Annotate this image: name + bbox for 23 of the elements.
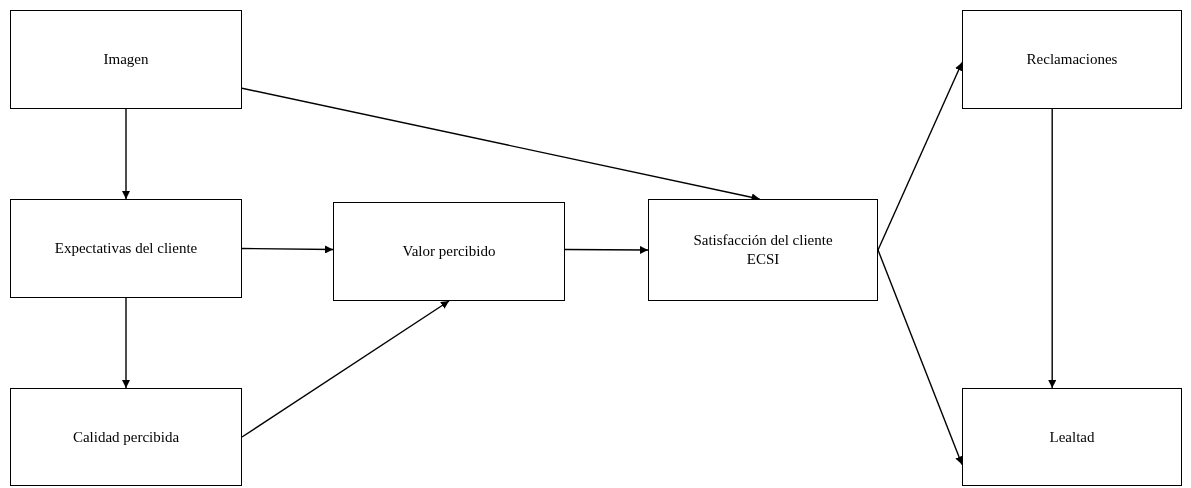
arrow [122,108,130,200]
process-box [10,388,242,486]
arrow [122,297,130,389]
node-label: Calidad percibida [72,427,180,447]
arrow [241,300,450,438]
node-label: ECSI [746,250,780,269]
node-label: Lealtad [1049,427,1095,447]
node-label: Reclamaciones [1026,50,1118,69]
node-label: Imagen [103,50,149,69]
process-box [962,10,1182,109]
arrow [564,245,649,254]
arrow [877,249,963,466]
process-box [648,199,878,301]
node-label: Expectativas del cliente [54,239,198,258]
arrow [877,61,963,251]
process-box [10,10,242,109]
arrow [241,245,334,254]
node-label: Valor percibido [402,242,496,261]
process-box [333,202,565,301]
process-box [10,199,242,298]
process-box [962,388,1182,486]
arrow [1048,108,1057,389]
node-label: Satisfacción del cliente [693,231,833,250]
